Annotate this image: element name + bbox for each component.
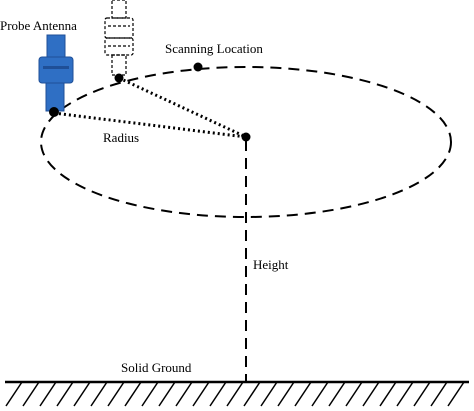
ground-hatch-line [345,381,363,407]
ground-hatch-line [294,381,312,407]
radius-line [53,111,247,139]
ground-hatch-line [277,381,295,407]
ground-hatch-line [379,381,397,407]
ground-hatch-line [73,381,91,407]
ground-hatch-line [226,381,244,407]
ground-hatch-line [209,381,227,407]
ground-hatch-line [107,381,125,407]
probe-antenna-icon [38,34,74,117]
ground-hatch-line [413,381,431,407]
ground-hatch-line [396,381,414,407]
ground-hatch-line [243,381,261,407]
scanning-location-point [193,62,203,72]
solid-ground-label: Solid Ground [121,360,192,375]
ground-hatch-line [192,381,210,407]
probe-antenna-outline-icon [104,0,134,83]
ground-hatch-line [175,381,193,407]
ground-hatch-line [430,381,448,407]
ground-hatch-line [328,381,346,407]
ground-hatch-line [22,381,40,407]
ground-hatch-line [141,381,159,407]
ground-hatch-line [158,381,176,407]
ground-hatch-line [90,381,108,407]
ground-hatch-line [5,381,23,407]
ground-hatch-line [56,381,74,407]
center-point [241,132,251,142]
ground-hatch-line [124,381,142,407]
ground-hatch-line [39,381,57,407]
solid-ground [5,380,469,407]
radius-line-scan [118,76,247,139]
ground-hatch-line [447,381,465,407]
probe-antenna-label: Probe Antenna [0,18,77,33]
radius-label: Radius [103,130,139,145]
ground-hatch-line [260,381,278,407]
height-label: Height [253,257,289,272]
scanning-location-label: Scanning Location [165,41,263,56]
ground-hatch-line [311,381,329,407]
scanning-circle [40,66,452,218]
ground-hatch-line [362,381,380,407]
